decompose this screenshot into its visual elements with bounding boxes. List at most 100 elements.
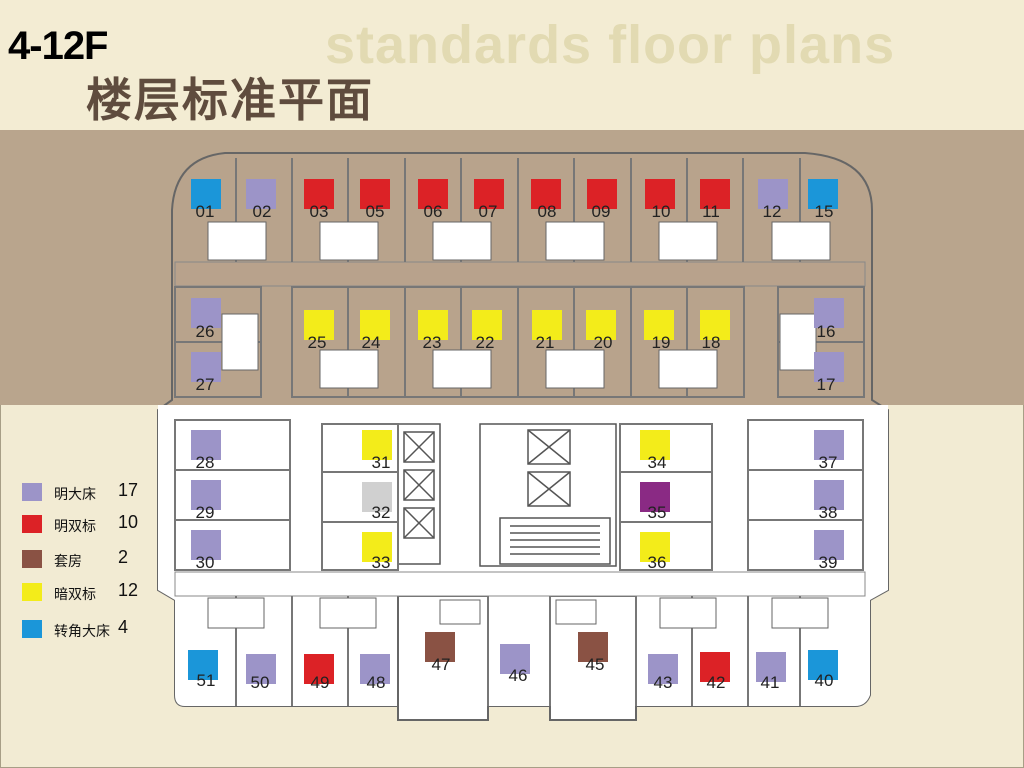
service-core: [397, 423, 617, 567]
room-number-33: 33: [372, 553, 391, 572]
room-marker-29: [191, 480, 221, 510]
room-number-23: 23: [423, 333, 442, 352]
legend-label-3: 暗双标: [54, 586, 96, 602]
room-marker-45: [578, 632, 608, 662]
room-marker-20: [586, 310, 616, 340]
legend-label-2: 套房: [54, 553, 82, 569]
room-number-39: 39: [819, 553, 838, 572]
room-number-10: 10: [652, 202, 671, 221]
room-number-43: 43: [654, 673, 673, 692]
room-marker-42: [700, 652, 730, 682]
room-marker-05: [360, 179, 390, 209]
legend-count-2: 2: [118, 547, 129, 567]
legend-label-4: 转角大床: [54, 623, 110, 639]
room-marker-37: [814, 430, 844, 460]
south-bathrooms: [207, 597, 829, 629]
room-marker-43: [648, 654, 678, 684]
room-marker-40: [808, 650, 838, 680]
legend-count-0: 17: [118, 480, 139, 500]
room-marker-30: [191, 530, 221, 560]
room-number-16: 16: [817, 322, 836, 341]
legend-swatch-0: [22, 483, 42, 501]
room-number-27: 27: [196, 375, 215, 394]
room-number-42: 42: [707, 673, 726, 692]
room-number-51: 51: [197, 671, 216, 690]
room-marker-08: [531, 179, 561, 209]
legend-swatch-2: [22, 550, 42, 568]
room-marker-41: [756, 652, 786, 682]
room-marker-50: [246, 654, 276, 684]
room-marker-24: [360, 310, 390, 340]
room-number-07: 07: [479, 202, 498, 221]
room-number-18: 18: [702, 333, 721, 352]
legend-count-1: 10: [118, 512, 139, 532]
room-number-34: 34: [648, 453, 667, 472]
room-marker-31: [362, 430, 392, 460]
room-number-29: 29: [196, 503, 215, 522]
room-number-41: 41: [761, 673, 780, 692]
north-bathrooms: [207, 221, 831, 389]
room-marker-35: [640, 482, 670, 512]
room-marker-28: [191, 430, 221, 460]
room-marker-07: [474, 179, 504, 209]
room-number-45: 45: [586, 655, 605, 674]
room-number-05: 05: [366, 202, 385, 221]
room-marker-19: [644, 310, 674, 340]
room-marker-26: [191, 298, 221, 328]
room-marker-47: [425, 632, 455, 662]
legend-swatch-1: [22, 515, 42, 533]
room-number-31: 31: [372, 453, 391, 472]
room-marker-27: [191, 352, 221, 382]
room-marker-16: [814, 298, 844, 328]
room-number-11: 11: [702, 202, 720, 221]
room-marker-36: [640, 532, 670, 562]
room-number-37: 37: [819, 453, 838, 472]
room-number-02: 02: [253, 202, 272, 221]
room-marker-34: [640, 430, 670, 460]
room-number-30: 30: [196, 553, 215, 572]
room-number-15: 15: [815, 202, 834, 221]
room-marker-23: [418, 310, 448, 340]
room-number-21: 21: [536, 333, 555, 352]
header-area: [0, 0, 1024, 130]
room-number-09: 09: [592, 202, 611, 221]
room-number-19: 19: [652, 333, 671, 352]
room-marker-49: [304, 654, 334, 684]
legend-swatch-3: [22, 583, 42, 601]
room-marker-51: [188, 650, 218, 680]
north-corridor: [174, 261, 866, 287]
room-marker-12: [758, 179, 788, 209]
room-marker-18: [700, 310, 730, 340]
side-room-walls: [174, 419, 864, 571]
room-number-03: 03: [310, 202, 329, 221]
room-marker-38: [814, 480, 844, 510]
legend-swatch-4: [22, 620, 42, 638]
room-marker-17: [814, 352, 844, 382]
title-chinese: 楼层标准平面: [86, 74, 374, 126]
room-number-01: 01: [196, 202, 215, 221]
legend-count-3: 12: [118, 580, 139, 600]
room-number-17: 17: [817, 375, 836, 394]
room-marker-03: [304, 179, 334, 209]
room-number-38: 38: [819, 503, 838, 522]
title-english: standards floor plans: [325, 15, 896, 75]
room-marker-02: [246, 179, 276, 209]
room-marker-39: [814, 530, 844, 560]
room-number-28: 28: [196, 453, 215, 472]
legend-count-4: 4: [118, 617, 129, 637]
legend-label-0: 明大床: [54, 486, 96, 502]
room-number-24: 24: [362, 333, 381, 352]
background-band: [0, 130, 1024, 405]
room-number-50: 50: [251, 673, 270, 692]
room-marker-21: [532, 310, 562, 340]
room-marker-09: [587, 179, 617, 209]
room-number-25: 25: [308, 333, 327, 352]
room-marker-06: [418, 179, 448, 209]
room-number-12: 12: [763, 202, 782, 221]
room-number-48: 48: [367, 673, 386, 692]
south-corridor: [174, 571, 866, 597]
room-number-20: 20: [594, 333, 613, 352]
room-marker-32: [362, 482, 392, 512]
